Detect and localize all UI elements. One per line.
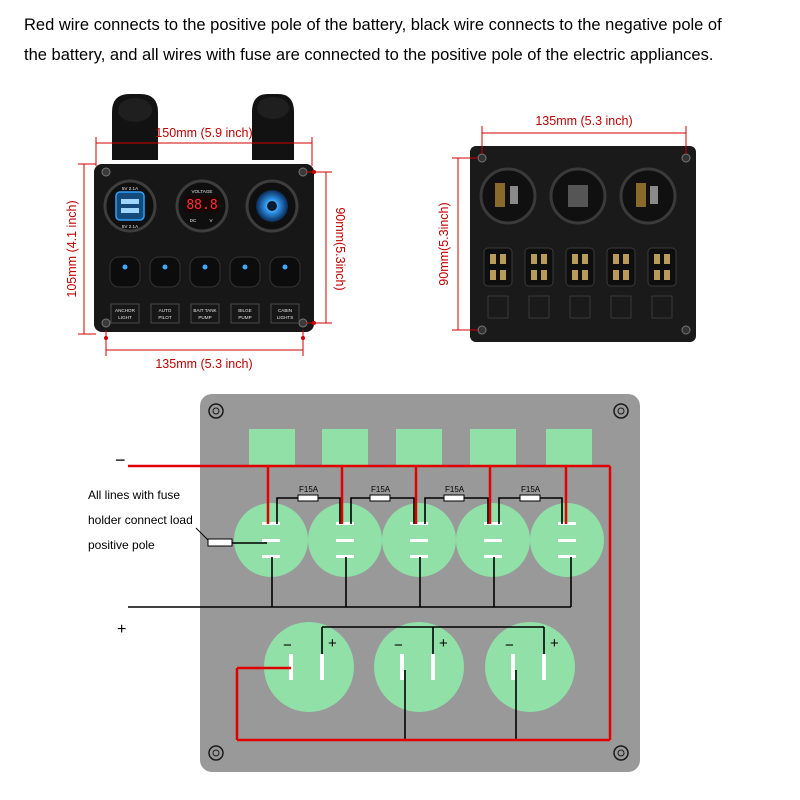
fuse-callout: All lines with fuse holder connect load … [88, 488, 193, 552]
back-panel: 135mm (5.3 inch) 90mm(5.3inch) [437, 114, 696, 342]
switch-led [282, 264, 288, 270]
screw-hole [298, 167, 308, 177]
socket-cap-left-top [118, 98, 152, 122]
switch-led [162, 264, 168, 270]
diagram-sockets [264, 622, 575, 712]
screw-hole [101, 318, 111, 328]
diagram-label-squares [249, 429, 592, 467]
voltmeter-display [185, 196, 219, 212]
back-label-slots [487, 295, 673, 319]
power-socket-center [267, 201, 277, 211]
switch-led [122, 264, 128, 270]
back-dim-left: 90mm(5.3inch) [437, 202, 451, 285]
switch-label-4-line2: PUMP [238, 315, 251, 320]
socket-terminal [636, 183, 646, 207]
rocker-switches [109, 256, 301, 288]
callout-line-3: positive pole [88, 538, 155, 552]
fuse-label: F15A [521, 485, 541, 494]
diagram-screw-holes [208, 403, 629, 761]
front-dim-right: 90mm(5.3inch) [333, 207, 347, 290]
fuse [519, 494, 541, 502]
fuse [443, 494, 465, 502]
front-dimensions [78, 137, 332, 356]
voltmeter-v: V [209, 218, 213, 223]
switch-label-3-line1: BAIT TANK [193, 308, 217, 313]
back-sockets [479, 167, 677, 225]
usb-rating-top: 5V 2.1A [122, 186, 139, 191]
instruction-line-2: the battery, and all wires with fuse are… [24, 46, 714, 64]
wiring-diagram: − + − + − + [88, 394, 640, 772]
switch-labels: ANCHOR LIGHT AUTO PILOT BAIT TANK PUMP B… [110, 303, 300, 324]
back-dim-top: 135mm (5.3 inch) [535, 114, 632, 128]
socket-minus: − [505, 637, 514, 654]
switch-led [242, 264, 248, 270]
front-dim-bottom: 135mm (5.3 inch) [155, 357, 252, 371]
socket-minus: − [283, 637, 292, 654]
screw-hole [101, 167, 111, 177]
diagram-socket [485, 622, 575, 712]
switch-label-2-line2: PILOT [158, 315, 171, 320]
switch-label-5-line1: CABIN [278, 308, 292, 313]
fuse [207, 538, 233, 547]
screw-hole [477, 153, 487, 163]
rocker-switch [229, 256, 261, 288]
socket-cap-right-top [257, 97, 289, 119]
negative-sign: − [115, 450, 126, 470]
diagram-switch-terminals [262, 522, 576, 558]
socket-minus: − [394, 637, 403, 654]
socket-plus: + [328, 635, 337, 652]
diagram-socket [374, 622, 464, 712]
screw-hole [477, 325, 487, 335]
fuse-labels: F15A F15A F15A F15A [299, 485, 541, 494]
rocker-switch [189, 256, 221, 288]
voltmeter-value: 88.8 [186, 198, 217, 213]
screw-hole [681, 153, 691, 163]
callout-line-2: holder connect load [88, 513, 193, 527]
usb-port-face [115, 191, 145, 221]
meter-back [568, 185, 588, 207]
socket-plus: + [439, 635, 448, 652]
fuse-label: F15A [445, 485, 465, 494]
rocker-switch [269, 256, 301, 288]
socket-terminal [495, 183, 505, 207]
rocker-switch [109, 256, 141, 288]
socket-terminal [650, 186, 658, 204]
callout-pointer [195, 527, 209, 541]
front-dim-top: 150mm (5.9 inch) [155, 126, 252, 140]
red-wires [128, 464, 612, 742]
usb-slot-top [121, 199, 139, 204]
back-dimensions [452, 126, 687, 331]
screw-hole [681, 325, 691, 335]
usb-slot-bottom [121, 208, 139, 213]
switch-led [202, 264, 208, 270]
front-dim-left: 105mm (4.1 inch) [65, 200, 79, 297]
socket-terminal [510, 186, 518, 204]
switch-label-2-line1: AUTO [159, 308, 172, 313]
voltmeter-title: VOLTAGE [191, 189, 212, 194]
fuse-label: F15A [299, 485, 319, 494]
switch-label-1-line2: LIGHT [118, 315, 132, 320]
front-panel: 5V 2.1A 5V 2.1A VOLTAGE 88.8 DC V [65, 94, 347, 371]
fuse-label: F15A [371, 485, 391, 494]
instructions: Red wire connects to the positive pole o… [24, 10, 784, 70]
instruction-line-1: Red wire connects to the positive pole o… [24, 16, 722, 34]
fuses [207, 494, 541, 547]
voltmeter-dc: DC [190, 218, 197, 223]
positive-sign: + [117, 621, 126, 638]
socket-plus: + [550, 635, 559, 652]
diagram-socket [264, 622, 354, 712]
switch-label-3-line2: PUMP [198, 315, 211, 320]
usb-rating-bottom: 5V 2.1A [122, 224, 139, 229]
switch-label-4-line1: BILGE [238, 308, 252, 313]
switch-label-1-line1: ANCHOR [115, 308, 136, 313]
switch-label-5-line2: LIGHTS [277, 315, 294, 320]
callout-line-1: All lines with fuse [88, 488, 180, 502]
screw-hole [298, 318, 308, 328]
fuse [369, 494, 391, 502]
rocker-switch [149, 256, 181, 288]
diagram-socket-polarity: − + − + − + [283, 635, 559, 654]
back-switches [483, 247, 677, 287]
fuse [297, 494, 319, 502]
